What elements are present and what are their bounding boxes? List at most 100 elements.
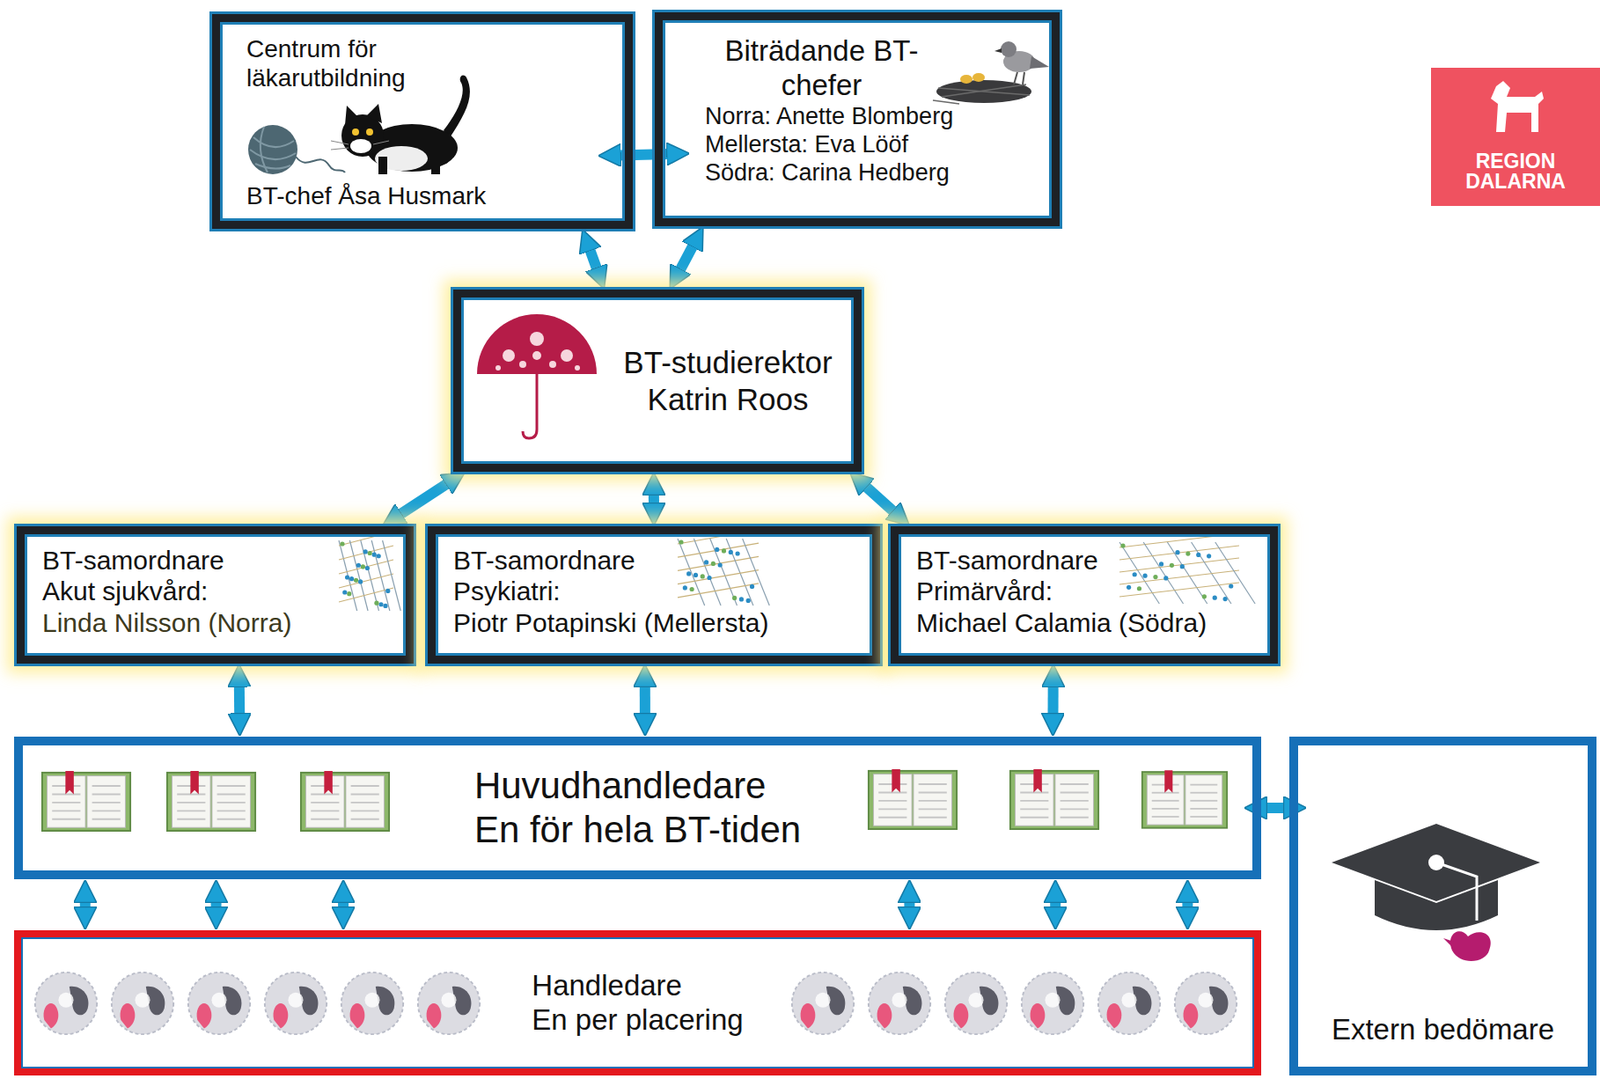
pattern-stroke: [710, 538, 738, 606]
arrow-shaft: [1049, 900, 1061, 910]
pattern-stroke: [360, 540, 380, 611]
pattern-stroke: [677, 556, 759, 571]
pattern-dot: [1159, 561, 1164, 566]
pattern-dot: [1228, 583, 1234, 588]
pattern-dot: [746, 598, 751, 603]
pattern-dot: [353, 578, 359, 583]
pattern-stroke: [1143, 542, 1183, 604]
node-text: Katrin Roos: [647, 381, 809, 418]
pattern-dot: [732, 595, 737, 601]
pattern-dot: [1180, 564, 1185, 569]
pattern-stroke: [1119, 533, 1240, 548]
supervisor-band: HuvudhandledareEn för hela BT-tiden: [14, 736, 1262, 880]
pattern-dot: [360, 564, 366, 569]
node-heading: Centrum för läkarutbildning: [246, 34, 441, 93]
pattern-dot: [1212, 595, 1218, 601]
supervisor-band: HandledareEn per placering: [14, 930, 1262, 1076]
arrow-shaft: [234, 684, 245, 716]
book-icon: [167, 770, 256, 831]
arrow-shaft: [679, 244, 694, 272]
node-heading: BT-samordnare: [42, 544, 225, 576]
figure-icon: [792, 972, 854, 1035]
node-heading: Biträdande BT-chefer: [704, 34, 939, 103]
pattern-dot: [1126, 585, 1131, 590]
pattern-dot: [714, 547, 720, 552]
assessor-box: Extern bedömare: [1289, 736, 1597, 1076]
pattern-stroke: [677, 583, 759, 598]
figure-icon: [111, 972, 174, 1035]
node-text: En per placering: [531, 1003, 743, 1038]
node-text: Psykiatri:: [453, 575, 561, 607]
arrow-shaft: [211, 900, 222, 910]
node-heading: BT-samordnare: [453, 544, 636, 576]
arrow-shaft: [865, 485, 895, 513]
graduation-cap: [1331, 823, 1541, 962]
pattern-dot: [365, 565, 370, 571]
pattern-dot: [689, 587, 695, 592]
pattern-stroke: [1191, 542, 1232, 604]
figure-icon: [35, 972, 97, 1035]
arrow-shaft: [399, 483, 448, 515]
pattern-dot: [346, 591, 352, 596]
node-text: Akut sjukvård:: [42, 575, 208, 607]
double-arrow: [1052, 684, 1054, 716]
coordinator-box: BT-samordnareAkut sjukvård:Linda Nilsson…: [16, 526, 414, 664]
pattern-stroke: [677, 543, 759, 558]
pattern-stroke: [1215, 542, 1256, 604]
pattern-dot: [1169, 563, 1175, 568]
pattern-stroke: [338, 573, 394, 588]
pattern-dot: [706, 575, 712, 580]
arrow-shaft: [1181, 900, 1193, 910]
node-text: BT-chef Åsa Husmark: [246, 181, 486, 211]
org-box: Biträdande BT-cheferNorra: Anette Blombe…: [654, 12, 1060, 227]
figure-icon: [188, 972, 250, 1035]
pattern-stroke: [1119, 557, 1240, 573]
horse-symbol: [1490, 80, 1544, 133]
text-group: HuvudhandledareEn för hela BT-tiden: [474, 763, 801, 852]
book-icon: [868, 769, 957, 830]
scatter-icon: [1119, 533, 1256, 604]
book-icon: [1010, 769, 1099, 830]
pattern-dot: [678, 539, 683, 544]
pattern-dot: [704, 559, 709, 565]
node-heading: BT-studierektor: [623, 344, 832, 381]
node-text: Michael Calamia (Södra): [916, 607, 1207, 639]
pattern-dot: [1142, 573, 1147, 579]
node-text: Mellersta: Eva Lööf: [704, 131, 909, 160]
umbrella-icon: [477, 314, 597, 439]
pattern-dot: [739, 596, 744, 602]
node-text: En för hela BT-tiden: [474, 807, 801, 852]
pattern-dot: [693, 572, 698, 578]
pattern-dot: [1163, 575, 1168, 580]
double-arrow: [644, 684, 646, 716]
arrow-shaft: [903, 900, 915, 910]
pattern-stroke: [677, 570, 759, 585]
pattern-stroke: [338, 559, 394, 574]
arrow-shaft: [337, 900, 349, 910]
figure-icon: [868, 972, 931, 1035]
text-group: HandledareEn per placering: [531, 968, 743, 1038]
figure-icon: [1021, 972, 1084, 1035]
figure-icon: [418, 972, 480, 1035]
pattern-dot: [339, 541, 345, 546]
pattern-dot: [1120, 543, 1125, 548]
figure-icon: [264, 972, 327, 1035]
scatter-icon: [338, 531, 401, 611]
double-arrow: [399, 483, 448, 515]
figure-icon: [945, 972, 1007, 1035]
pattern-dot: [356, 563, 361, 568]
pattern-dot: [1132, 572, 1138, 577]
pattern-dot: [367, 550, 373, 556]
figure-icon: [1174, 972, 1237, 1035]
arrow-shaft: [1047, 684, 1058, 716]
node-heading: Huvudhandledare: [474, 763, 801, 808]
pattern-dot: [376, 553, 382, 558]
logo-text: REGION DALARNA: [1450, 151, 1581, 192]
figure-icon: [1098, 972, 1160, 1035]
pattern-dot: [1223, 596, 1228, 602]
pattern-dot: [363, 549, 368, 554]
arrow-shaft: [639, 684, 651, 716]
node-text: Södra: Carina Hedberg: [704, 159, 950, 188]
pattern-dot: [1174, 550, 1180, 555]
